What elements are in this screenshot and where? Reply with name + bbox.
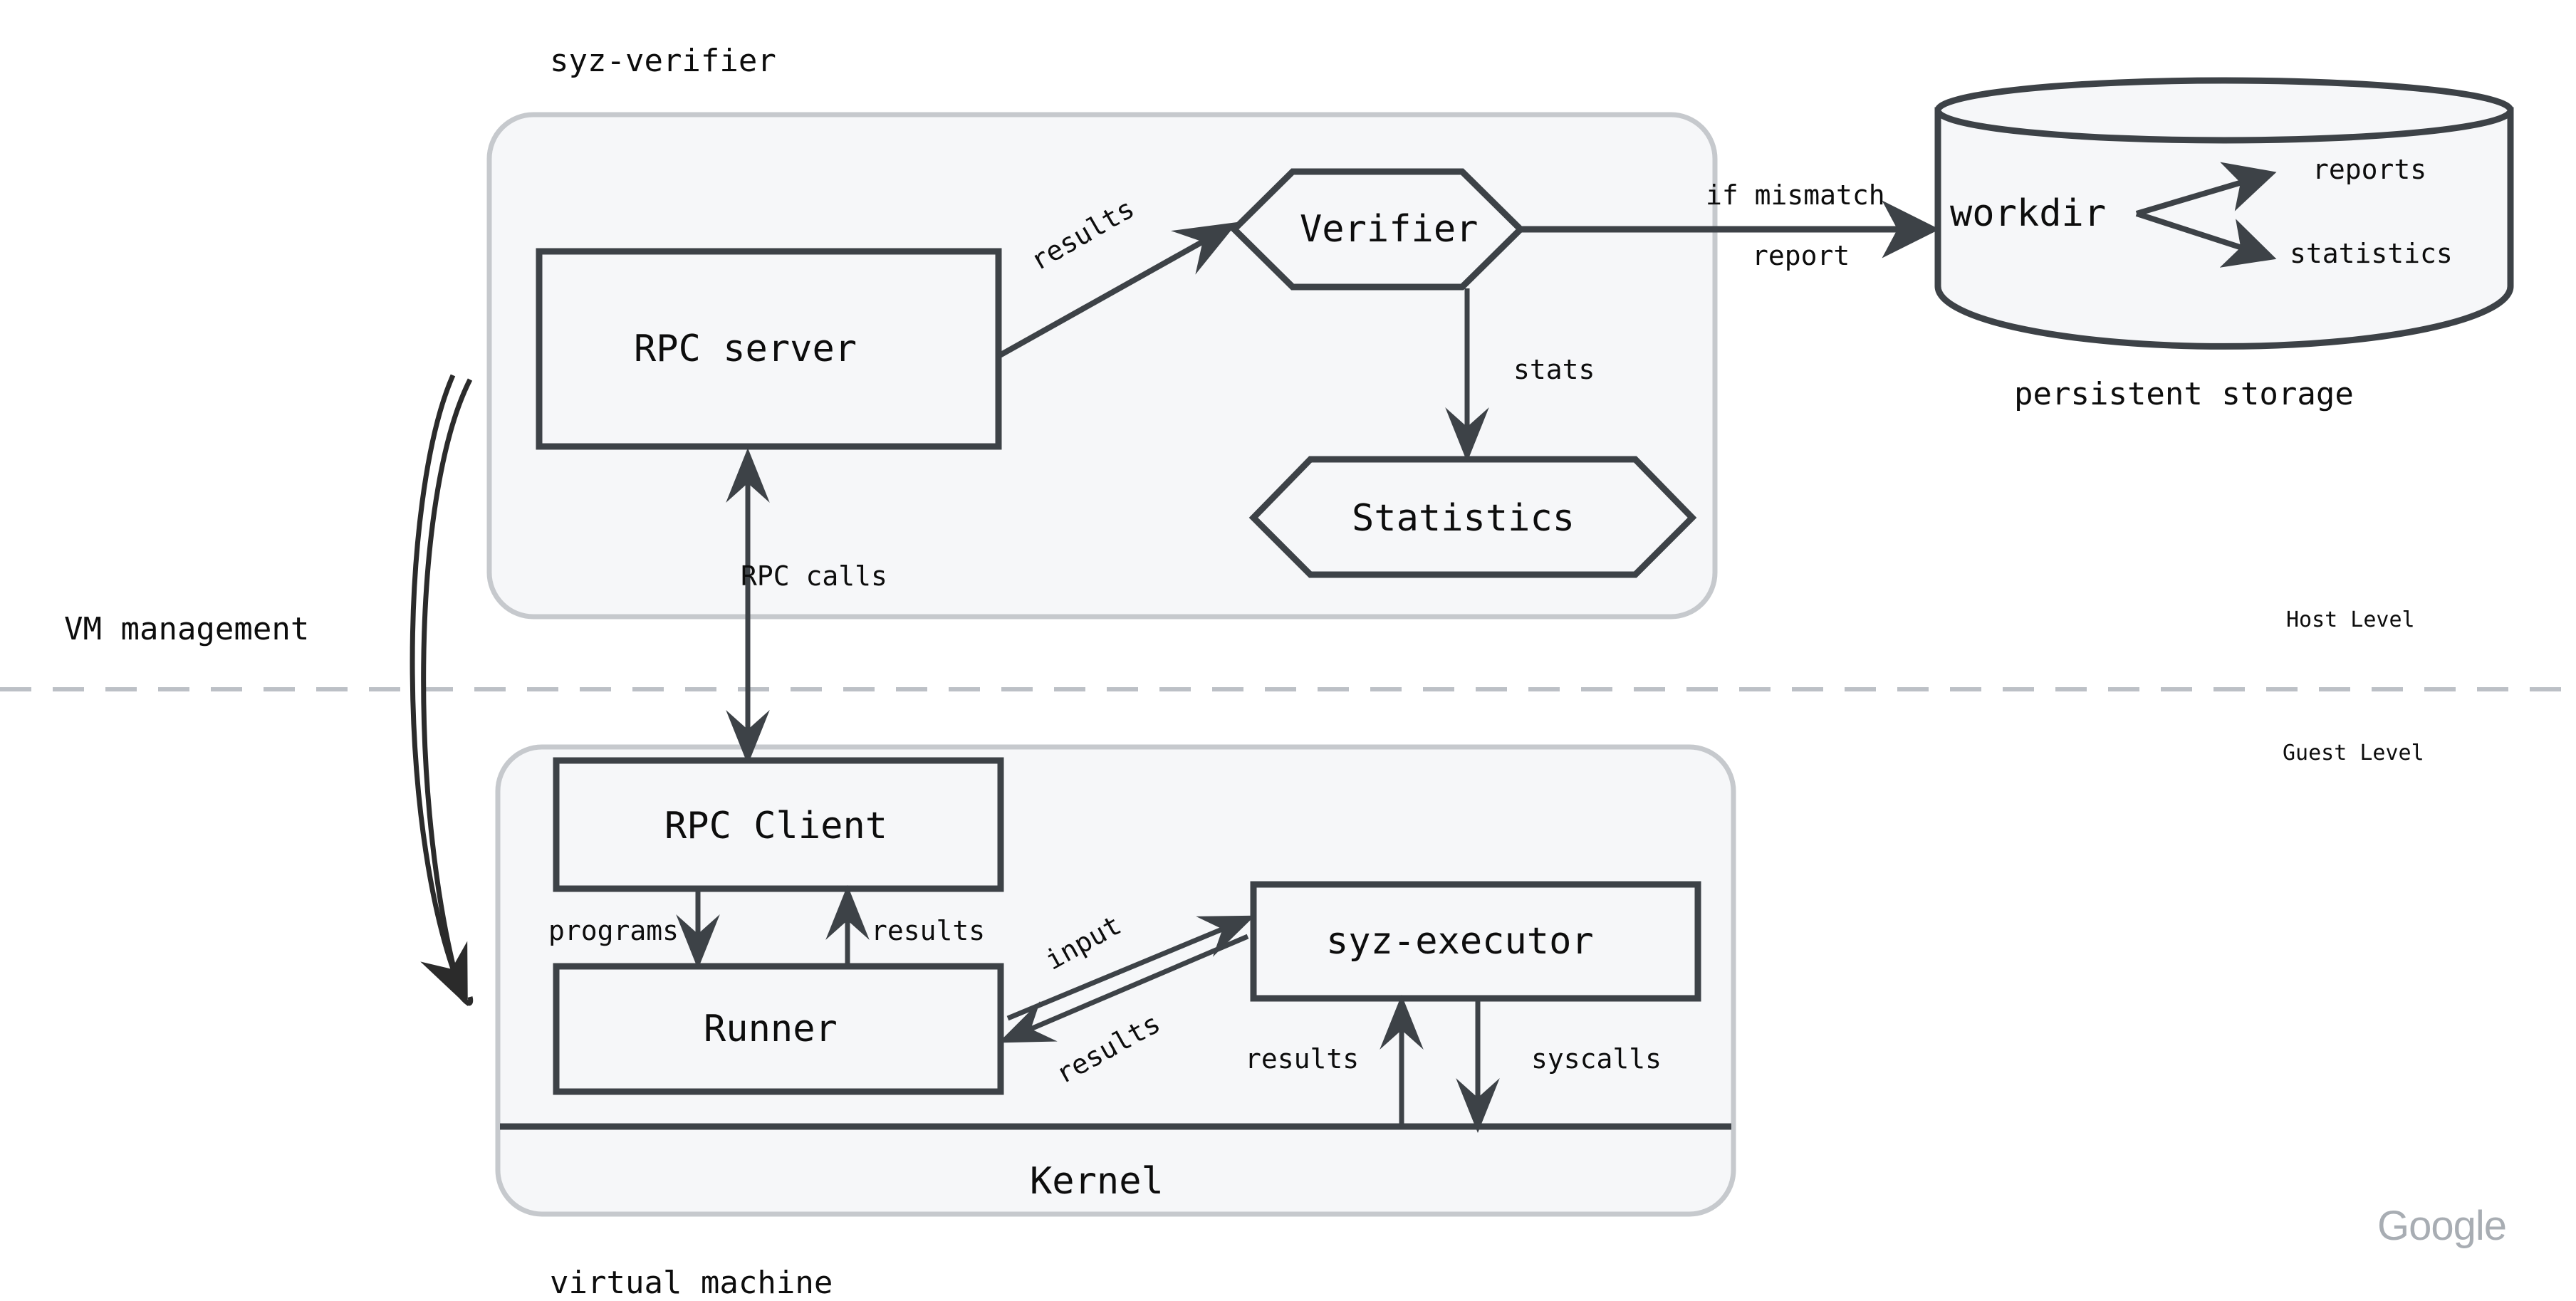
group-label-persistent-storage: persistent storage xyxy=(2014,376,2354,412)
arrow-vm-management xyxy=(410,374,468,1007)
edge-label-report: report xyxy=(1752,240,1850,271)
edge-label-stats: stats xyxy=(1513,354,1595,385)
edge-label-programs: programs xyxy=(548,915,679,946)
node-label-statistics-file: statistics xyxy=(2290,238,2453,269)
group-label-virtual-machine: virtual machine xyxy=(550,1265,833,1301)
arrow-vm-management-curve xyxy=(421,378,474,1006)
node-label-workdir: workdir xyxy=(1950,192,2107,235)
edge-label-if-mismatch: if mismatch xyxy=(1706,179,1885,211)
node-label-statistics: Statistics xyxy=(1352,497,1575,540)
node-label-verifier: Verifier xyxy=(1300,208,1479,251)
node-rpc-client xyxy=(553,757,1004,892)
arrow-results-to-runner xyxy=(998,934,1249,1043)
node-syz-executor xyxy=(1250,881,1701,1002)
arrow-results-to-verifier xyxy=(997,221,1238,359)
node-label-kernel: Kernel xyxy=(1030,1160,1164,1203)
node-label-runner: Runner xyxy=(704,1008,838,1050)
arrow-workdir-statistics xyxy=(2135,211,2277,268)
google-watermark: Google xyxy=(2377,1203,2507,1249)
group-label-syz-verifier: syz-verifier xyxy=(550,43,776,79)
edge-label-rpc-calls: RPC calls xyxy=(741,560,887,592)
edge-label-syscalls: syscalls xyxy=(1531,1043,1662,1075)
node-label-syz-executor: syz-executor xyxy=(1326,920,1594,963)
node-label-reports: reports xyxy=(2312,154,2427,185)
node-label-rpc-client: RPC Client xyxy=(664,805,888,847)
edge-label-results-client: results xyxy=(871,915,986,946)
node-rpc-server xyxy=(536,248,1002,450)
node-label-rpc-server: RPC server xyxy=(634,328,857,370)
level-label-guest: Guest Level xyxy=(2283,741,2424,766)
edge-label-results-kernel: results xyxy=(1245,1043,1360,1075)
arrow-workdir-reports xyxy=(2135,162,2277,216)
level-label-host: Host Level xyxy=(2286,607,2415,632)
edge-label-vm-management: VM management xyxy=(64,611,310,647)
node-statistics xyxy=(1248,456,1697,578)
